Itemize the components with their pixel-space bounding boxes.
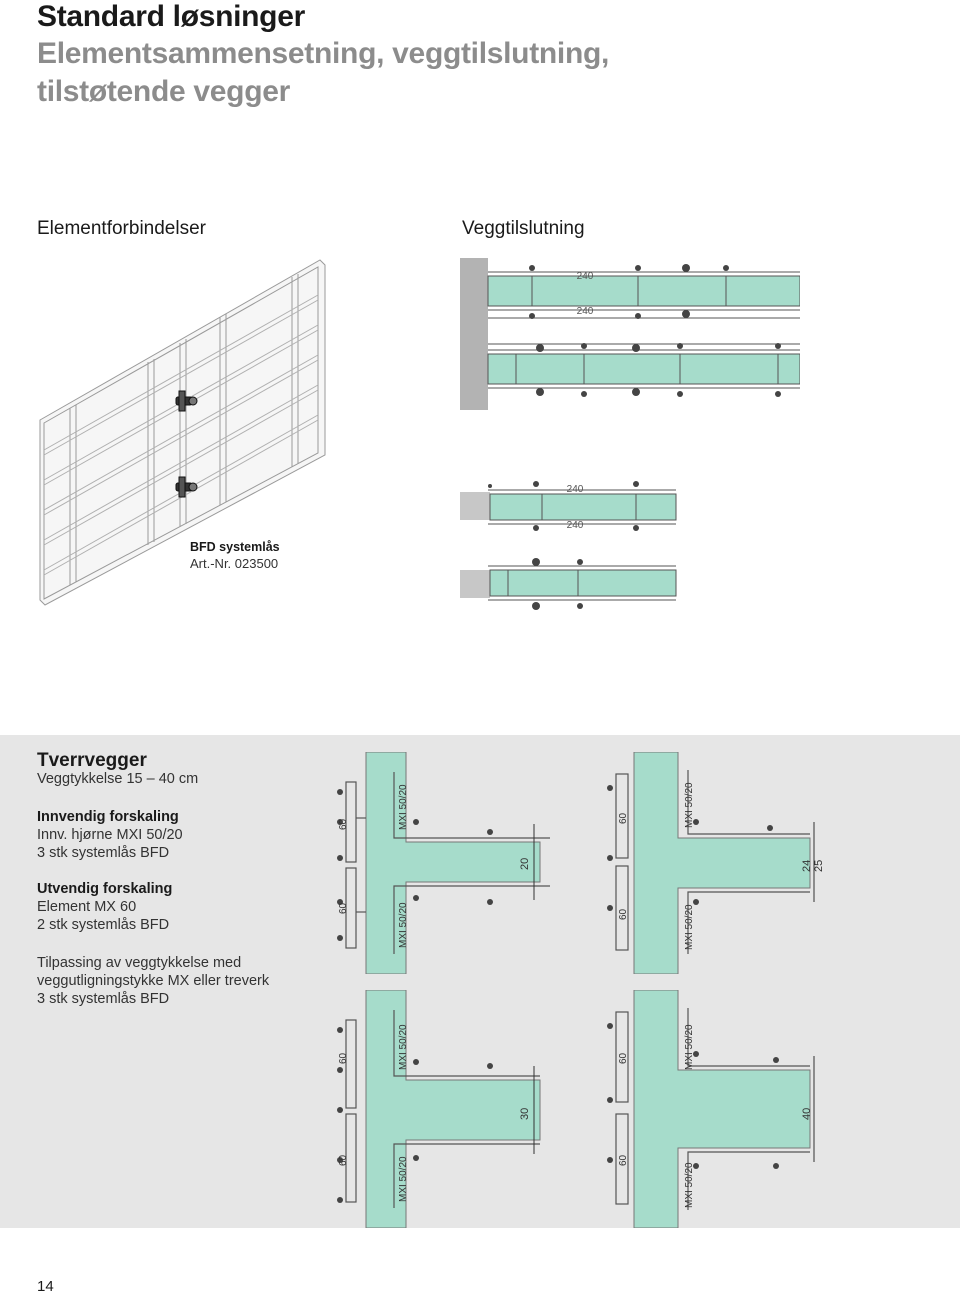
dim-label: 25	[813, 860, 825, 872]
t-junction-plan-24-25: 60 60 MXI 50/20 MXI 50/20 24 25	[607, 752, 825, 974]
section-title-elementforbindelser: Elementforbindelser	[37, 218, 206, 239]
wall-connection-plan-1: 240 240	[460, 258, 800, 410]
page-number: 14	[37, 1278, 54, 1295]
tverrvegger-title: Tverrvegger	[37, 750, 147, 771]
dim-label: 60	[338, 1052, 349, 1064]
dim-label: 60	[618, 1154, 629, 1166]
tilpassing-line3: 3 stk systemlås BFD	[37, 991, 170, 1007]
dim-label: 240	[577, 306, 594, 317]
tilpassing-line1: Tilpassing av veggtykkelse med	[37, 955, 242, 971]
dim-label: 60	[338, 902, 349, 914]
page-subtitle-line1: Elementsammensetning, veggtilslutning,	[37, 37, 610, 70]
section-title-veggtilslutning: Veggtilslutning	[462, 218, 585, 239]
dim-label: 30	[519, 1108, 531, 1120]
innvendig-line1: Innv. hjørne MXI 50/20	[37, 827, 183, 843]
utvendig-line1: Element MX 60	[37, 899, 137, 915]
dim-label: 240	[567, 520, 584, 531]
t-junction-plan-20: 60 60 MXI 50/20 MXI 50/20 20	[337, 752, 550, 974]
page-title: Standard løsninger	[37, 0, 305, 33]
mxi-label: MXI 50/20	[684, 904, 695, 950]
bfd-clamp-icon	[175, 390, 198, 412]
dim-label: 20	[519, 858, 531, 870]
bfd-label: BFD systemlås	[190, 540, 280, 554]
dim-label: 60	[338, 818, 349, 830]
formwork-panel-illustration	[39, 259, 326, 606]
dim-label: 40	[801, 1108, 813, 1120]
mxi-label: MXI 50/20	[398, 902, 409, 948]
mxi-label: MXI 50/20	[398, 784, 409, 830]
bfd-artnr: Art.-Nr. 023500	[190, 556, 279, 571]
dim-label: 60	[618, 1052, 629, 1064]
utvendig-line2: 2 stk systemlås BFD	[37, 917, 170, 933]
page-subtitle-line2: tilstøtende vegger	[37, 75, 290, 108]
mxi-label: MXI 50/20	[398, 1024, 409, 1070]
dim-label: 60	[618, 908, 629, 920]
innvendig-heading: Innvendig forskaling	[37, 809, 179, 825]
bfd-clamp-icon	[175, 476, 198, 498]
innvendig-line2: 3 stk systemlås BFD	[37, 845, 170, 861]
wall-connection-plan-2: 240 240	[460, 481, 677, 610]
dim-label: 24	[801, 860, 813, 872]
tilpassing-line2: veggutligningstykke MX eller treverk	[37, 973, 270, 989]
tverrvegger-thickness: Veggtykkelse 15 – 40 cm	[37, 771, 199, 787]
dim-label: 60	[338, 1154, 349, 1166]
dim-label: 60	[618, 812, 629, 824]
mxi-label: MXI 50/20	[684, 782, 695, 828]
mxi-label: MXI 50/20	[684, 1162, 695, 1208]
mxi-label: MXI 50/20	[398, 1156, 409, 1202]
dim-label: 240	[567, 484, 584, 495]
dim-label: 240	[577, 271, 594, 282]
t-junction-plan-40: 60 60 MXI 50/20 MXI 50/20 40	[607, 990, 815, 1228]
utvendig-heading: Utvendig forskaling	[37, 881, 173, 897]
mxi-label: MXI 50/20	[684, 1024, 695, 1070]
t-junction-plan-30: 60 60 MXI 50/20 MXI 50/20 30	[337, 990, 541, 1228]
